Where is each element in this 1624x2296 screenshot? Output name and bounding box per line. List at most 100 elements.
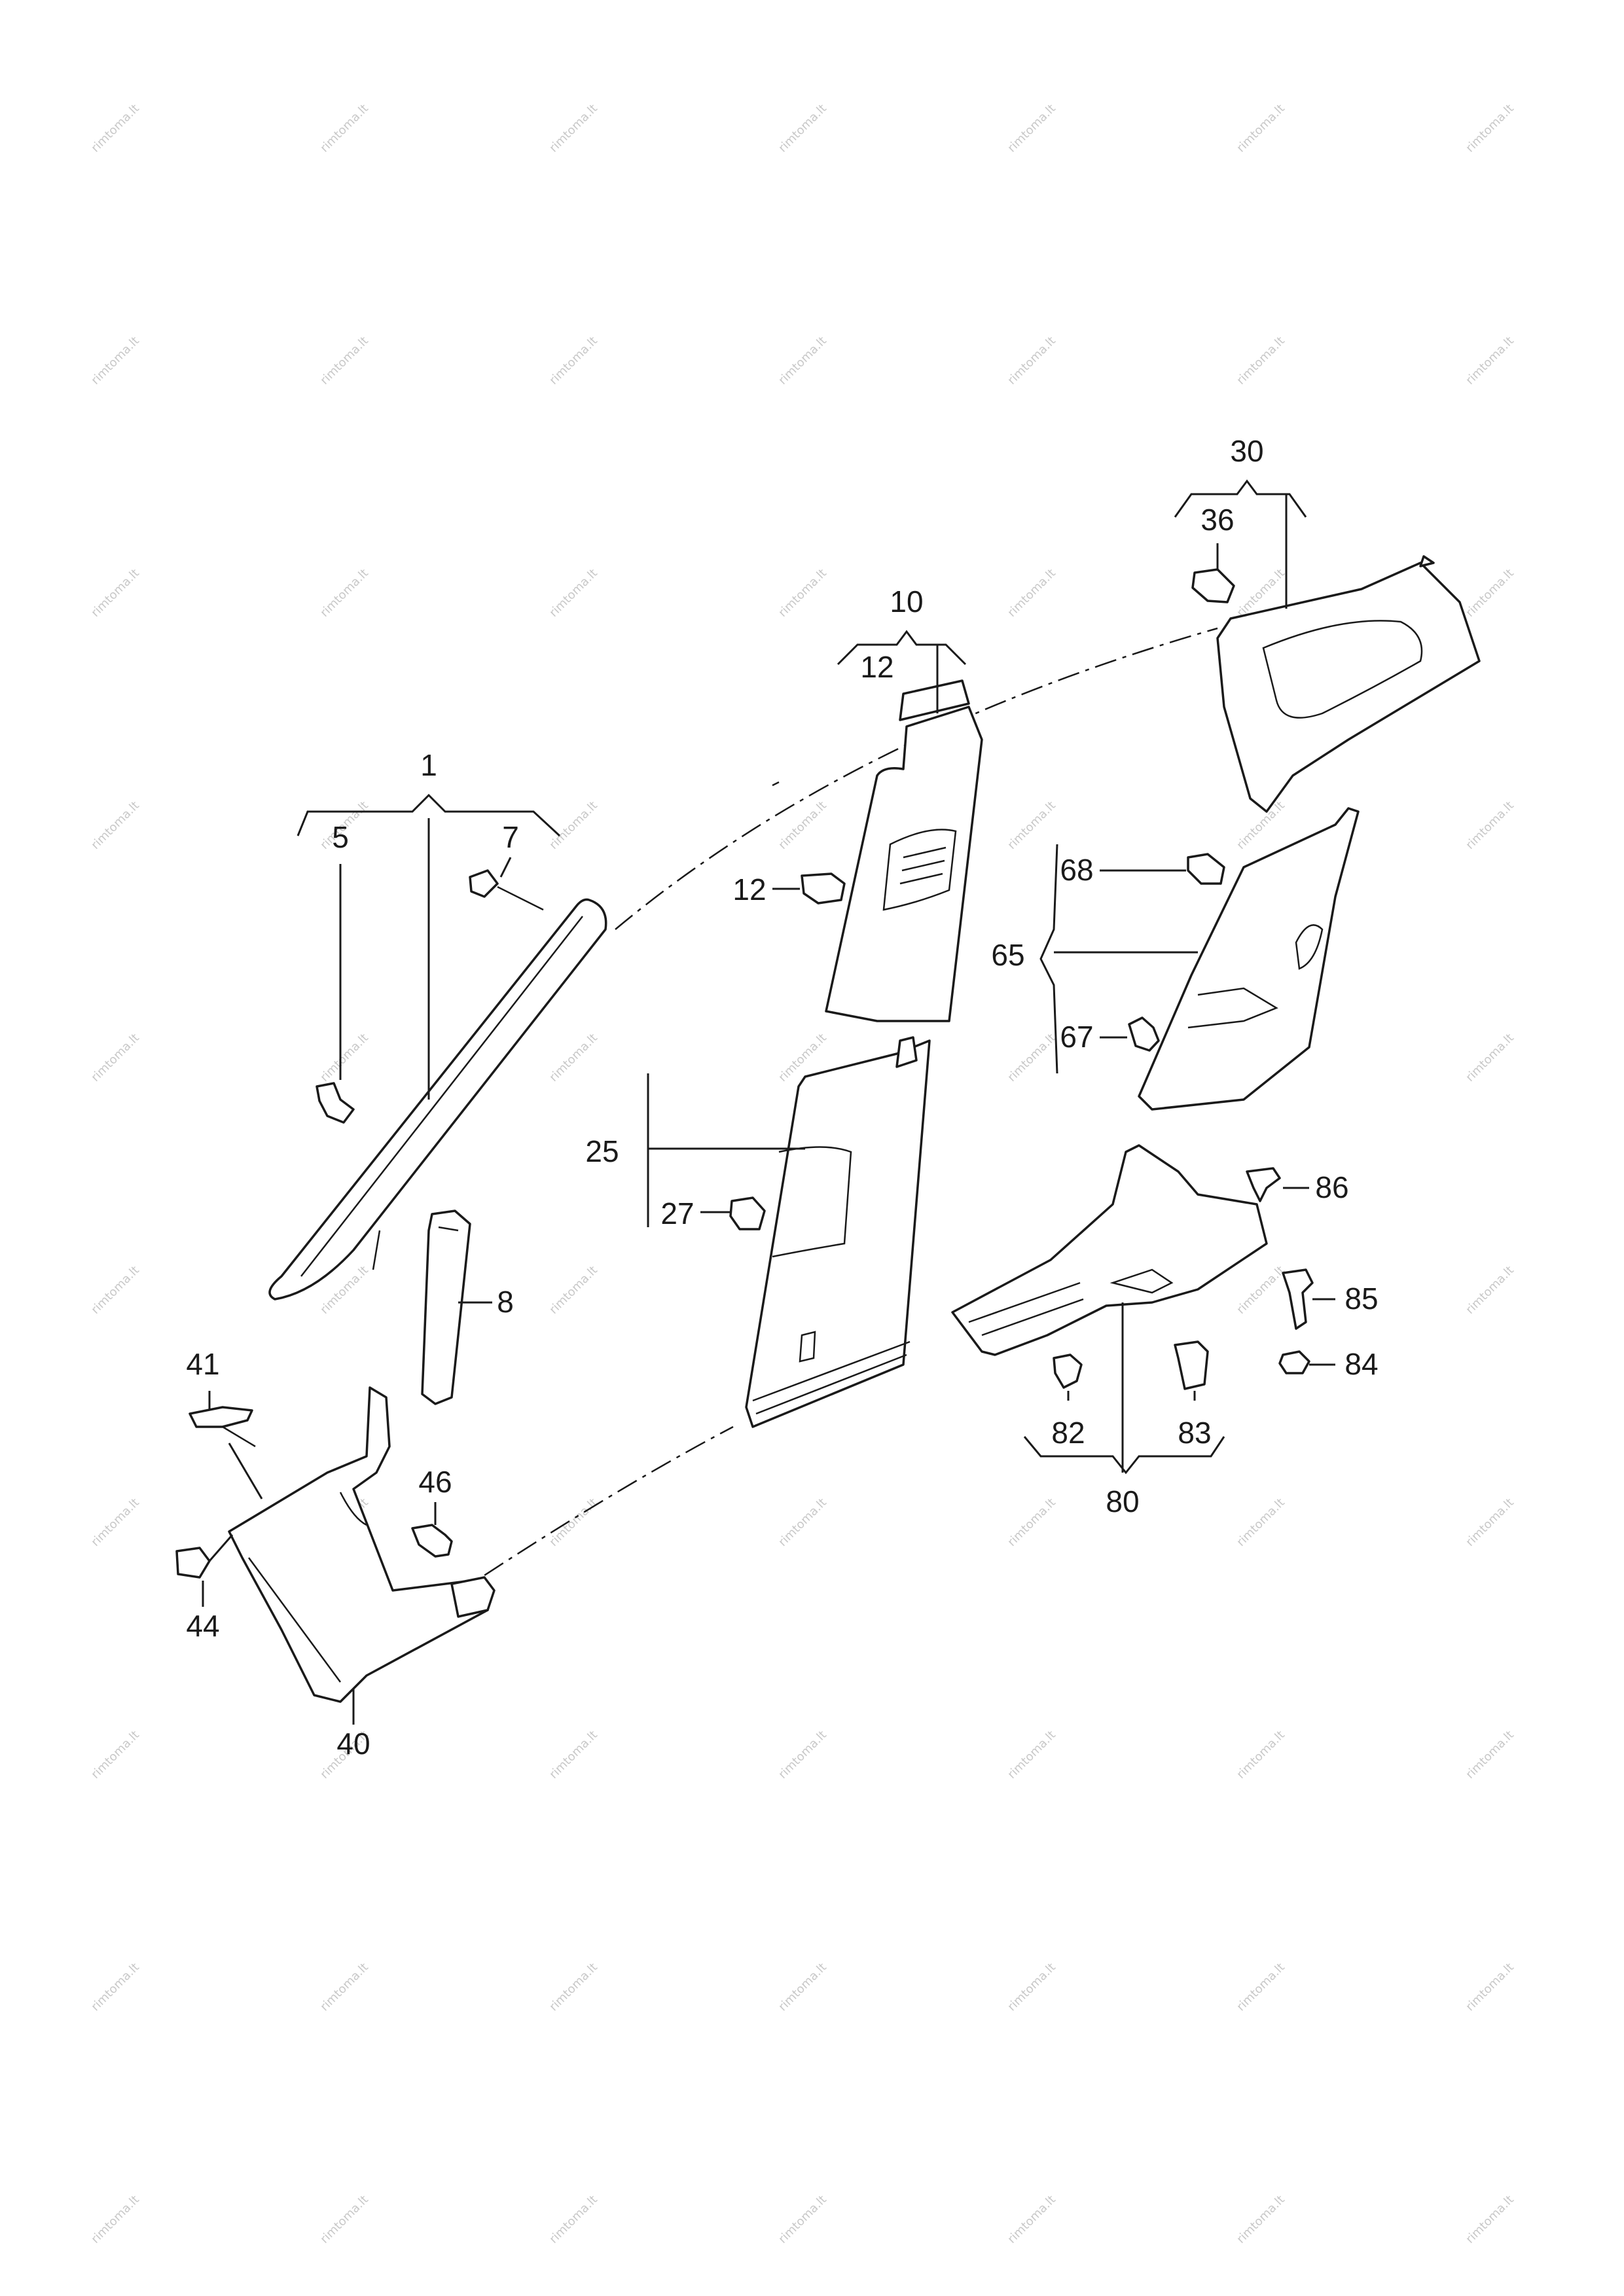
watermark-text: rimtoma.lt (1234, 1496, 1288, 1549)
a-pillar-lower-trim (228, 1386, 496, 1703)
callout-7: 7 (502, 820, 519, 854)
watermark-text: rimtoma.lt (1463, 566, 1517, 620)
a-pillar-trim (268, 898, 607, 1300)
watermark-text: rimtoma.lt (1005, 101, 1058, 155)
watermark-text: rimtoma.lt (547, 2193, 600, 2246)
watermark-text: rimtoma.lt (317, 1031, 371, 1085)
watermark-text: rimtoma.lt (547, 1496, 600, 1549)
watermark-text: rimtoma.lt (1005, 566, 1058, 620)
clip-68 (1187, 853, 1225, 885)
watermark-text: rimtoma.lt (547, 1031, 600, 1085)
watermark-text: rimtoma.lt (776, 1728, 829, 1782)
screw-85 (1282, 1268, 1314, 1330)
clip-44 (175, 1547, 211, 1579)
watermark-text: rimtoma.lt (88, 1728, 142, 1782)
watermark-text: rimtoma.lt (547, 101, 600, 155)
callout-12-top: 12 (860, 650, 893, 684)
watermark-text: rimtoma.lt (88, 1031, 142, 1085)
watermark-text: rimtoma.lt (1463, 1728, 1517, 1782)
watermark-text: rimtoma.lt (1463, 2193, 1517, 2246)
assembly-guide-line (451, 627, 1218, 1598)
callout-41: 41 (186, 1347, 219, 1381)
trim-strip-8 (421, 1210, 471, 1405)
callout-68: 68 (1060, 853, 1093, 887)
callout-65: 65 (991, 938, 1024, 972)
screw-86 (1246, 1167, 1281, 1202)
watermark-text: rimtoma.lt (88, 1496, 142, 1549)
callout-40: 40 (336, 1727, 370, 1761)
callout-36: 36 (1200, 503, 1234, 537)
watermark-text: rimtoma.lt (317, 1960, 371, 2014)
clip-7 (469, 869, 544, 911)
watermark-text: rimtoma.lt (1005, 1031, 1058, 1085)
watermark-text: rimtoma.lt (776, 1496, 829, 1549)
clip-12 (801, 872, 846, 905)
callout-80: 80 (1106, 1484, 1139, 1518)
watermark-text: rimtoma.lt (776, 334, 829, 387)
c-pillar-trim (1216, 555, 1481, 813)
watermark-text: rimtoma.lt (1234, 1960, 1288, 2014)
callout-83: 83 (1178, 1416, 1211, 1450)
callout-67: 67 (1060, 1020, 1093, 1054)
callout-27: 27 (660, 1196, 694, 1230)
watermark-text: rimtoma.lt (776, 566, 829, 620)
watermark-text: rimtoma.lt (547, 566, 600, 620)
watermark-text: rimtoma.lt (88, 334, 142, 387)
screw-84 (1278, 1350, 1310, 1374)
watermark-text: rimtoma.lt (547, 1960, 600, 2014)
watermark-text: rimtoma.lt (1234, 101, 1288, 155)
bolt-46 (411, 1524, 453, 1558)
watermark-text: rimtoma.lt (1463, 1496, 1517, 1549)
watermark-text: rimtoma.lt (88, 2193, 142, 2246)
watermark-text: rimtoma.lt (1463, 1263, 1517, 1317)
watermark-text: rimtoma.lt (1234, 1728, 1288, 1782)
callout-86: 86 (1315, 1170, 1348, 1204)
watermark-text: rimtoma.lt (776, 2193, 829, 2246)
callout-44: 44 (186, 1609, 219, 1643)
watermark-text: rimtoma.lt (776, 798, 829, 852)
callout-46: 46 (418, 1465, 452, 1499)
clip-67 (1128, 1016, 1160, 1052)
watermark-text: rimtoma.lt (776, 1960, 829, 2014)
callout-1: 1 (420, 748, 437, 782)
callout-85: 85 (1344, 1282, 1378, 1316)
watermark-text: rimtoma.lt (1005, 798, 1058, 852)
watermark-text: rimtoma.lt (1463, 1031, 1517, 1085)
watermark-text: rimtoma.lt (1005, 1496, 1058, 1549)
watermark-text: rimtoma.lt (1463, 334, 1517, 387)
callout-12-side: 12 (732, 872, 766, 906)
watermark-text: rimtoma.lt (88, 566, 142, 620)
clip-27 (729, 1196, 766, 1230)
watermark-text: rimtoma.lt (317, 334, 371, 387)
watermark-text: rimtoma.lt (547, 1728, 600, 1782)
callout-25: 25 (585, 1134, 619, 1168)
watermark-text: rimtoma.lt (547, 334, 600, 387)
watermark-text: rimtoma.lt (776, 101, 829, 155)
clip-83 (1174, 1340, 1209, 1390)
callout-10: 10 (890, 584, 923, 619)
clip-41 (189, 1406, 256, 1448)
callout-5: 5 (332, 820, 349, 854)
watermark-text: rimtoma.lt (88, 1960, 142, 2014)
watermark-text: rimtoma.lt (1234, 334, 1288, 387)
callout-labels: 1 5 7 8 10 12 12 25 27 30 36 40 41 44 46… (186, 434, 1378, 1761)
b-pillar-lower-trim (745, 1036, 931, 1428)
watermark-text: rimtoma.lt (1005, 2193, 1058, 2246)
c-pillar-lower-trim (1138, 807, 1360, 1111)
clip-36 (1191, 568, 1235, 603)
watermark-text: rimtoma.lt (1234, 2193, 1288, 2246)
watermark-text: rimtoma.lt (1463, 101, 1517, 155)
watermark-text: rimtoma.lt (1234, 1263, 1288, 1317)
watermark-text: rimtoma.lt (1005, 1960, 1058, 2014)
watermark-text: rimtoma.lt (88, 1263, 142, 1317)
watermark-text: rimtoma.lt (88, 101, 142, 155)
b-pillar-upper-trim (825, 679, 983, 1022)
sill-trim (951, 1144, 1268, 1356)
clip-82 (1053, 1354, 1083, 1389)
callout-84: 84 (1344, 1347, 1378, 1381)
watermark-text: rimtoma.lt (317, 566, 371, 620)
watermark-text: rimtoma.lt (1005, 1728, 1058, 1782)
callout-82: 82 (1051, 1416, 1085, 1450)
watermark-text: rimtoma.lt (317, 2193, 371, 2246)
